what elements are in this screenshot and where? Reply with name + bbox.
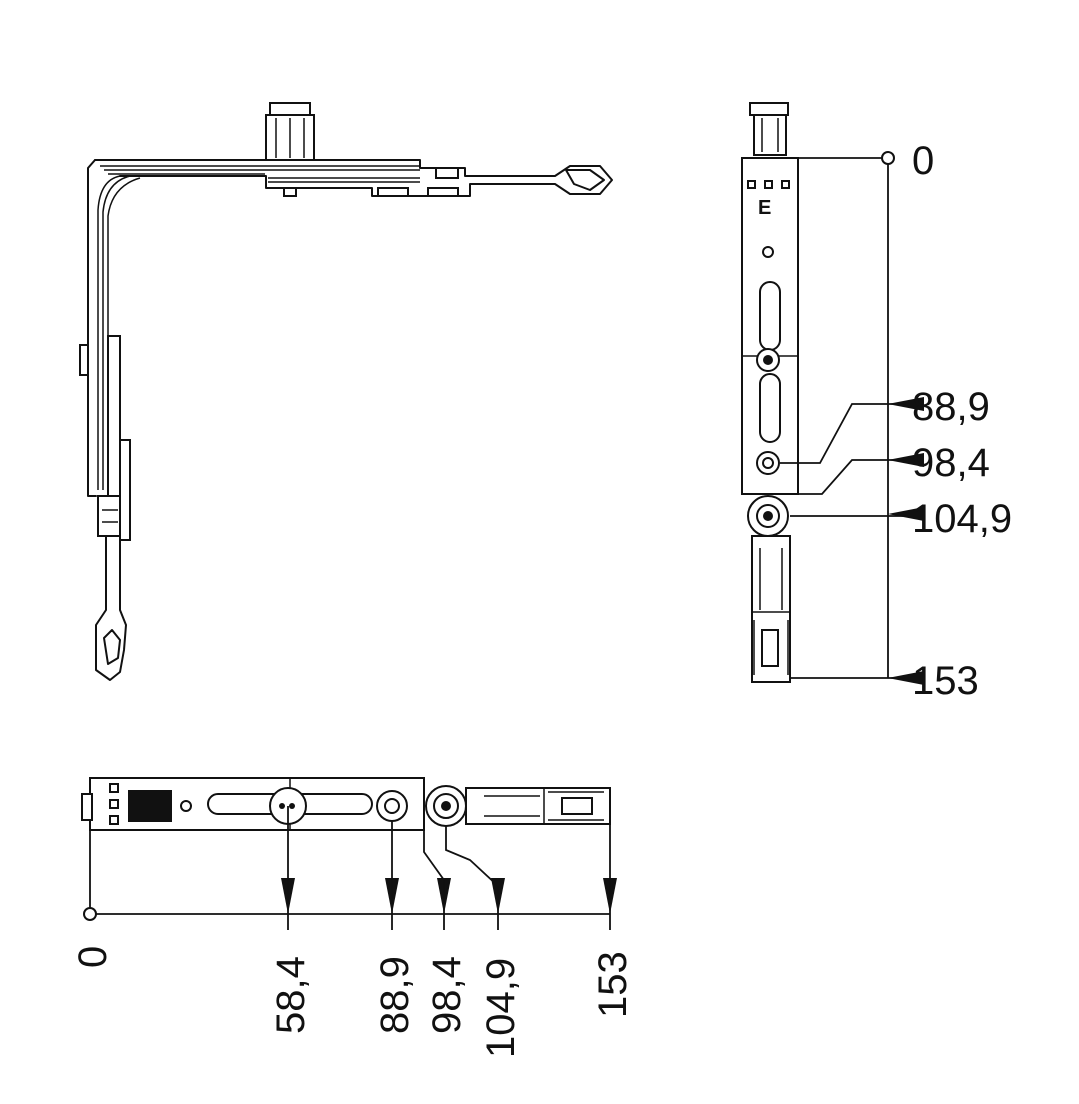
hdim-98-4: 98,4 bbox=[425, 956, 469, 1034]
top-view bbox=[81, 777, 611, 831]
horizontal-dimensions: 0 58,4 88,9 98,4 104,9 153 bbox=[71, 806, 635, 1058]
hdim-88-9: 88,9 bbox=[373, 956, 417, 1034]
vdim-88-9: 88,9 bbox=[912, 385, 990, 429]
side-view-knob bbox=[265, 102, 315, 161]
hdim-end: 153 bbox=[591, 951, 635, 1018]
vdim-origin: 0 bbox=[912, 139, 934, 183]
hdim-origin: 0 bbox=[71, 946, 115, 968]
vdim-end: 153 bbox=[912, 659, 979, 703]
vdim-104-9: 104,9 bbox=[912, 497, 1012, 541]
vdim-98-4: 98,4 bbox=[912, 441, 990, 485]
arm-layered-strips bbox=[100, 165, 420, 183]
hdim-58-4: 58,4 bbox=[269, 956, 313, 1034]
side-view-bracket bbox=[79, 102, 613, 681]
marker-e-label: E bbox=[758, 197, 771, 219]
hdim-104-9: 104,9 bbox=[479, 958, 523, 1058]
front-view: E bbox=[741, 102, 799, 683]
vertical-dimensions: 0 88,9 98,4 104,9 153 bbox=[780, 139, 1012, 703]
